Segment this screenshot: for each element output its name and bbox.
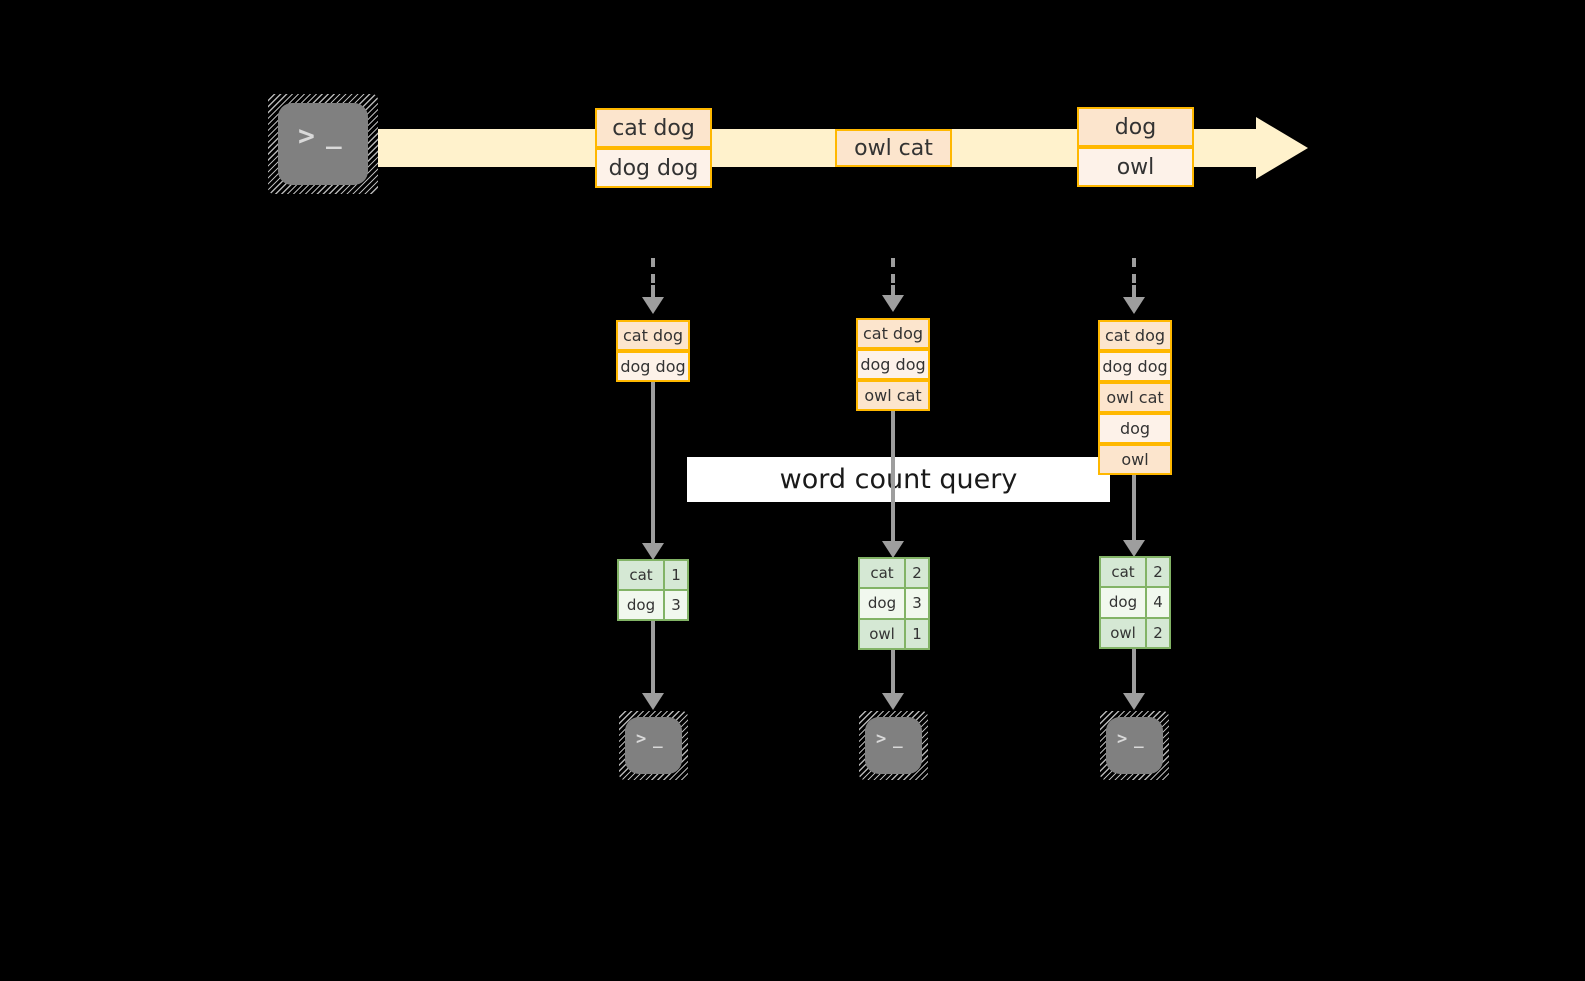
snapshot-3-record-3: owl cat bbox=[1098, 382, 1172, 413]
snapshot-1-feed-arrowhead bbox=[642, 297, 664, 314]
snapshot-3-record-5: owl bbox=[1098, 444, 1172, 475]
snapshot-1-feed-stem bbox=[651, 285, 655, 301]
result-count: 3 bbox=[663, 591, 687, 619]
snapshot-3-sink-line bbox=[1132, 649, 1136, 697]
snapshot-2-record-1: cat dog bbox=[856, 318, 930, 349]
table-row: dog 4 bbox=[1101, 586, 1169, 617]
result-count: 2 bbox=[1145, 618, 1169, 647]
terminal-cursor-glyph: _ bbox=[326, 120, 342, 150]
terminal-prompt-glyph: > bbox=[298, 119, 315, 152]
result-count: 1 bbox=[663, 561, 687, 589]
snapshot-2-sink-line bbox=[891, 650, 895, 697]
snapshot-1-sink-line bbox=[651, 621, 655, 697]
table-row: owl 2 bbox=[1101, 616, 1169, 647]
result-word: cat bbox=[619, 561, 663, 589]
snapshot-3-record-1: cat dog bbox=[1098, 320, 1172, 351]
snapshot-3-sink-terminal-icon: > _ bbox=[1100, 711, 1169, 780]
table-row: dog 3 bbox=[860, 587, 928, 618]
result-word: cat bbox=[1101, 558, 1145, 587]
query-label-text: word count query bbox=[779, 464, 1018, 495]
stream-event-3-line-2: owl bbox=[1077, 147, 1194, 187]
stream-event-1-line-1: cat dog bbox=[595, 108, 712, 148]
stream-event-3-line-1: dog bbox=[1077, 107, 1194, 147]
result-word: owl bbox=[1101, 618, 1145, 647]
result-count: 1 bbox=[904, 619, 928, 648]
snapshot-2-result-table: cat 2 dog 3 owl 1 bbox=[858, 557, 930, 650]
snapshot-2-query-arrowhead bbox=[882, 541, 904, 558]
snapshot-1-record-2: dog dog bbox=[616, 351, 690, 382]
terminal-cursor-glyph: _ bbox=[893, 729, 903, 748]
terminal-face bbox=[625, 717, 682, 774]
snapshot-2-record-2: dog dog bbox=[856, 349, 930, 380]
snapshot-2-sink-arrowhead bbox=[882, 693, 904, 710]
result-word: cat bbox=[860, 559, 904, 588]
result-count: 3 bbox=[904, 589, 928, 618]
snapshot-3-record-2: dog dog bbox=[1098, 351, 1172, 382]
snapshot-2-query-line bbox=[891, 411, 895, 545]
snapshot-3-feed-stem bbox=[1132, 285, 1136, 301]
snapshot-1-sink-terminal-icon: > _ bbox=[619, 711, 688, 780]
stream-event-1-line-2: dog dog bbox=[595, 148, 712, 188]
source-terminal-icon: > _ bbox=[268, 94, 378, 194]
result-count: 2 bbox=[904, 559, 928, 588]
result-word: owl bbox=[860, 619, 904, 648]
terminal-prompt-glyph: > bbox=[636, 729, 647, 749]
snapshot-2-feed-arrowhead bbox=[882, 295, 904, 312]
result-word: dog bbox=[1101, 588, 1145, 617]
snapshot-1-result-table: cat 1 dog 3 bbox=[617, 559, 689, 621]
result-count: 2 bbox=[1145, 558, 1169, 587]
snapshot-3-record-4: dog bbox=[1098, 413, 1172, 444]
snapshot-3-feed-arrowhead bbox=[1123, 297, 1145, 314]
snapshot-3-feed-dash bbox=[1132, 258, 1136, 288]
terminal-face bbox=[865, 717, 922, 774]
snapshot-1-record-1: cat dog bbox=[616, 320, 690, 351]
snapshot-3-query-arrowhead bbox=[1123, 540, 1145, 557]
snapshot-1-query-arrowhead bbox=[642, 543, 664, 560]
table-row: dog 3 bbox=[619, 589, 687, 619]
stream-event-2-line-1: owl cat bbox=[835, 129, 952, 167]
snapshot-3-sink-arrowhead bbox=[1123, 693, 1145, 710]
terminal-cursor-glyph: _ bbox=[653, 729, 663, 748]
snapshot-1-feed-dash bbox=[651, 258, 655, 288]
result-word: dog bbox=[860, 589, 904, 618]
terminal-face bbox=[1106, 717, 1163, 774]
snapshot-2-record-3: owl cat bbox=[856, 380, 930, 411]
snapshot-3-result-table: cat 2 dog 4 owl 2 bbox=[1099, 556, 1171, 649]
terminal-prompt-glyph: > bbox=[876, 729, 887, 749]
snapshot-1-query-line bbox=[651, 382, 655, 547]
result-count: 4 bbox=[1145, 588, 1169, 617]
terminal-prompt-glyph: > bbox=[1117, 729, 1128, 749]
snapshot-2-feed-dash bbox=[891, 258, 895, 288]
snapshot-2-sink-terminal-icon: > _ bbox=[859, 711, 928, 780]
table-row: cat 1 bbox=[619, 561, 687, 589]
table-row: cat 2 bbox=[1101, 558, 1169, 587]
snapshot-1-sink-arrowhead bbox=[642, 693, 664, 710]
snapshot-3-query-line bbox=[1132, 475, 1136, 544]
terminal-face bbox=[278, 103, 368, 185]
table-row: cat 2 bbox=[860, 559, 928, 588]
snapshot-2-feed-stem bbox=[891, 285, 895, 299]
table-row: owl 1 bbox=[860, 617, 928, 648]
result-word: dog bbox=[619, 591, 663, 619]
terminal-cursor-glyph: _ bbox=[1134, 729, 1144, 748]
query-label-band bbox=[687, 457, 1110, 502]
